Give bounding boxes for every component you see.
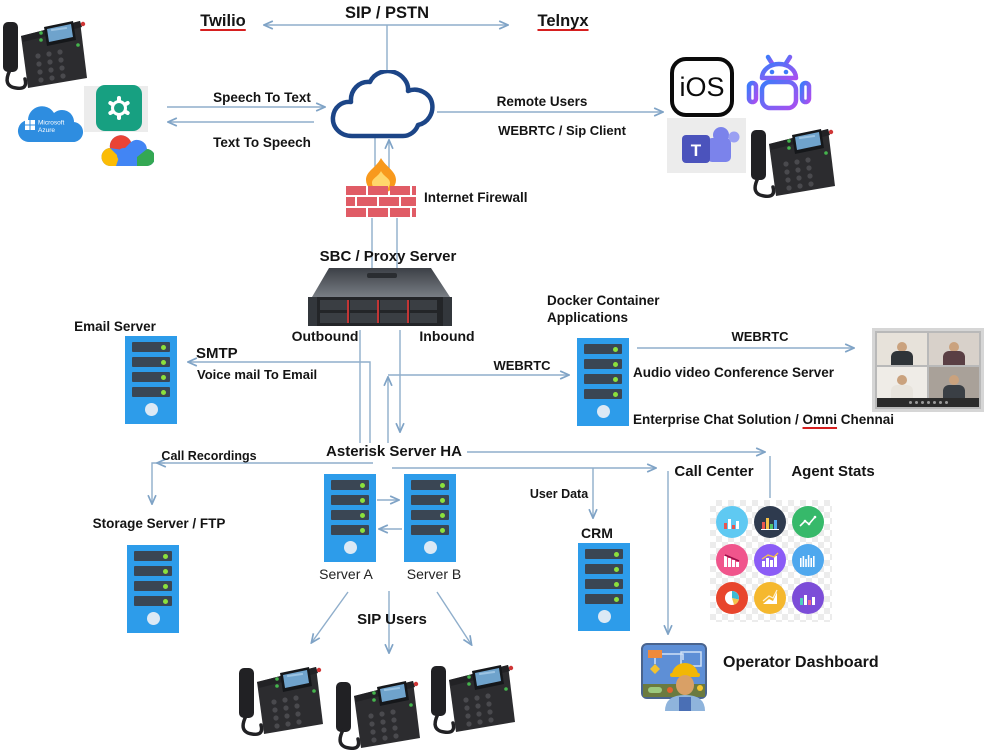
outbound-label: Outbound — [291, 328, 359, 344]
sip-users-label: SIP Users — [357, 611, 427, 628]
sip-phone-icon — [334, 679, 422, 750]
asterisk-server-a-icon — [324, 474, 376, 562]
inbound-label: Inbound — [419, 328, 475, 344]
storage-server-icon — [127, 545, 179, 633]
ios-icon: iOS — [670, 57, 734, 117]
sip-pstn-label: SIP / PSTN — [344, 4, 430, 22]
operator-dashboard-label: Operator Dashboard — [723, 654, 879, 671]
call-recordings-label: Call Recordings — [161, 449, 257, 463]
chat-suffix: Chennai — [837, 412, 895, 427]
crm-server-icon — [578, 543, 630, 631]
agent-stats-icon — [710, 500, 832, 622]
google-cloud-icon — [101, 135, 154, 167]
sip-phone-icon — [237, 665, 325, 737]
email-server-icon — [125, 336, 177, 424]
sip-phone-icon — [429, 663, 517, 735]
text-to-speech-label: Text To Speech — [213, 135, 311, 150]
azure-text-line1: Microsoft — [38, 120, 65, 127]
remote-users-label: Remote Users — [496, 94, 588, 109]
telnyx-label: Telnyx — [537, 12, 589, 30]
server-b-label: Server B — [406, 566, 462, 582]
internet-firewall-label: Internet Firewall — [424, 190, 528, 205]
chat-prefix: Enterprise Chat Solution / — [633, 412, 803, 427]
azure-text-line2: Azure — [38, 127, 55, 134]
asterisk-title: Asterisk Server HA — [326, 443, 462, 460]
docker-label-line2: Applications — [547, 310, 629, 325]
speech-to-text-label: Speech To Text — [213, 90, 311, 105]
sip-phone-icon — [749, 127, 837, 199]
docker-label-line1: Docker Container — [547, 293, 660, 308]
email-server-title: Email Server — [74, 319, 156, 334]
video-conference-icon — [872, 328, 984, 412]
crm-title: CRM — [581, 525, 613, 541]
chat-omni: Omni — [802, 412, 838, 427]
smtp-label: SMTP — [196, 345, 238, 362]
storage-title: Storage Server / FTP — [92, 516, 226, 531]
webrtc-sip-client-label: WEBRTC / Sip Client — [498, 123, 626, 138]
twilio-label: Twilio — [200, 12, 246, 30]
asterisk-server-b-icon — [404, 474, 456, 562]
server-a-label: Server A — [319, 566, 373, 582]
operator-dashboard-icon — [641, 643, 707, 711]
teams-icon: T — [682, 127, 740, 163]
openai-icon — [96, 85, 142, 131]
docker-server-icon — [577, 338, 629, 426]
azure-icon: Microsoft Azure — [17, 106, 84, 143]
webrtc-out-label: WEBRTC — [731, 329, 789, 344]
rack-server-icon — [308, 268, 452, 326]
firewall-icon — [346, 158, 416, 217]
sbc-title: SBC / Proxy Server — [319, 248, 457, 265]
agent-stats-label: Agent Stats — [791, 463, 875, 480]
user-data-label: User Data — [529, 487, 589, 501]
ios-text: iOS — [679, 71, 725, 102]
teams-letter: T — [691, 141, 702, 160]
internet-cloud-icon — [330, 70, 435, 139]
call-center-label: Call Center — [674, 463, 754, 480]
voicemail-label: Voice mail To Email — [197, 367, 318, 382]
webrtc-in-label: WEBRTC — [493, 358, 551, 373]
android-icon — [746, 54, 812, 111]
conference-server-label: Audio video Conference Server — [633, 365, 835, 380]
chat-solution-label: Enterprise Chat Solution / Omni Chennai — [633, 412, 894, 428]
